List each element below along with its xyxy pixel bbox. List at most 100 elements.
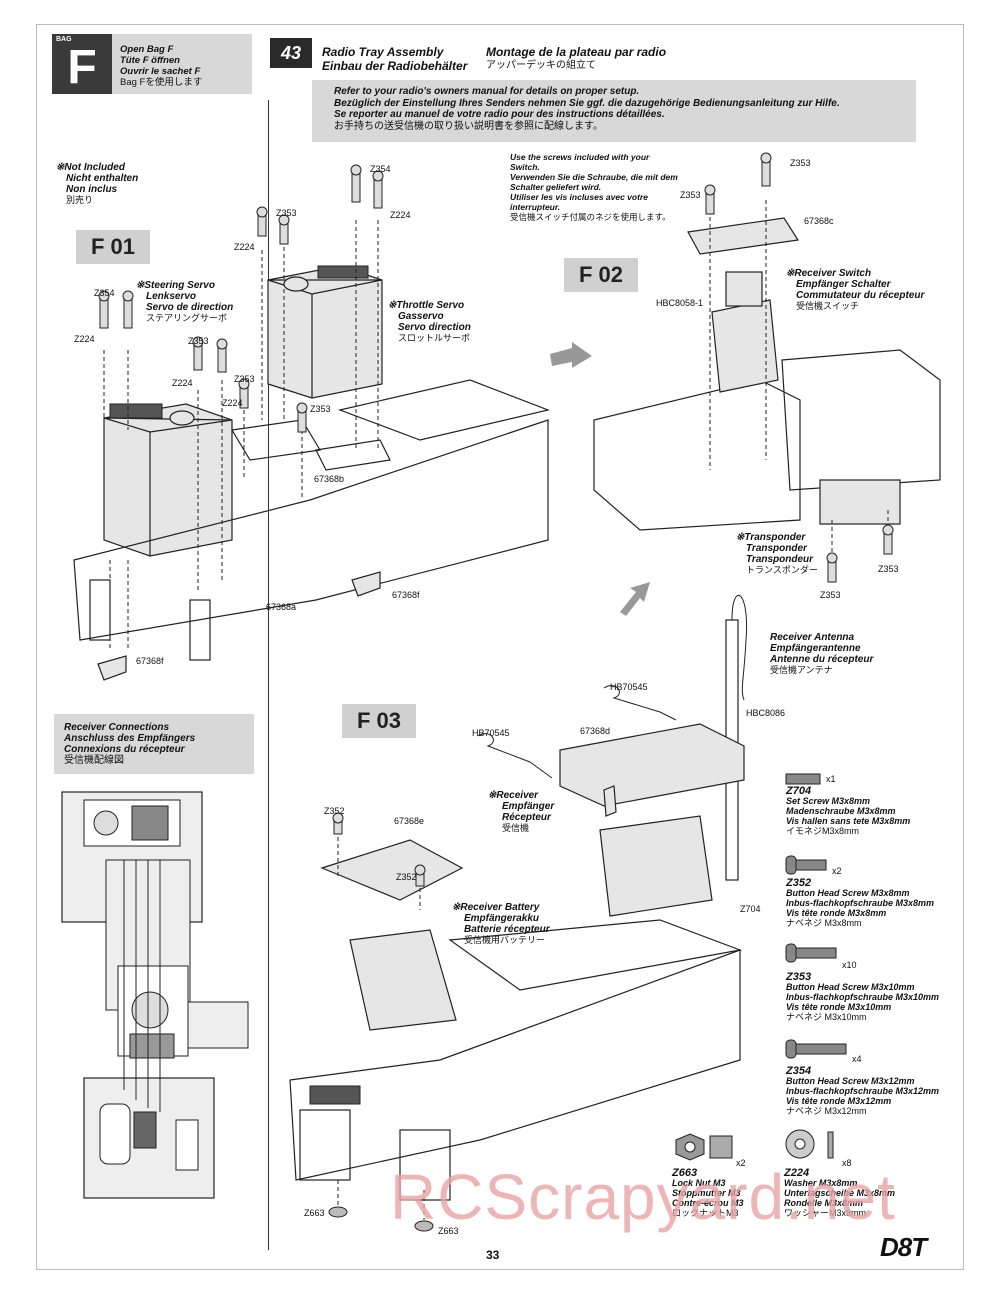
label-hb70545: HB70545 bbox=[610, 682, 648, 692]
receiver-antenna-label: Receiver Antenna Empfängerantenne Antenn… bbox=[770, 632, 873, 676]
label-line: 受信機用バッテリー bbox=[464, 935, 546, 945]
label-line: Anschluss des Empfängers bbox=[64, 733, 196, 744]
label-z353: Z353 bbox=[310, 404, 331, 414]
label-line: トランスポンダー bbox=[746, 565, 818, 575]
receiver-battery-label: ※Receiver Battery Empfängerakku Batterie… bbox=[452, 902, 550, 946]
hw-fr: Rondelle M3x8mm bbox=[784, 1198, 864, 1208]
label-line: Empfängerakku bbox=[464, 913, 540, 924]
hw-de: Stoppmutter M3 bbox=[672, 1188, 741, 1198]
hw-en: Button Head Screw M3x8mm bbox=[786, 888, 910, 898]
hw-code: Z354 bbox=[786, 1065, 812, 1077]
steering-servo-label: ※Steering Servo Lenkservo Servo de direc… bbox=[136, 280, 233, 324]
label-line: Empfänger bbox=[502, 801, 555, 812]
label-z353: Z353 bbox=[276, 208, 297, 218]
hw-de: Inbus-flachkopfschraube M3x10mm bbox=[786, 992, 940, 1002]
label-line: 受信機アンテナ bbox=[770, 665, 833, 675]
bag-badge: BAG F bbox=[52, 34, 112, 94]
note-line: Refer to your radio's owners manual for … bbox=[334, 86, 640, 97]
throttle-servo-drawing bbox=[267, 265, 383, 399]
page-number: 33 bbox=[486, 1248, 500, 1262]
hw-fr: Vis tête ronde M3x12mm bbox=[786, 1096, 892, 1106]
hw-qty: x2 bbox=[736, 1158, 746, 1168]
hw-z354: Z354 Button Head Screw M3x12mm Inbus-fla… bbox=[786, 1065, 940, 1117]
label-line: Antenne du récepteur bbox=[770, 654, 874, 665]
watermark: RCScrapyard.net bbox=[390, 1161, 896, 1233]
hw-en: Button Head Screw M3x12mm bbox=[786, 1076, 915, 1086]
hw-code: Z704 bbox=[786, 785, 812, 797]
hw-de: Madenschraube M3x8mm bbox=[786, 806, 896, 816]
label-z663: Z663 bbox=[304, 1208, 325, 1218]
label-hbc8058: HBC8058-1 bbox=[656, 298, 704, 308]
hw-de: Unterlagscheibe M3x8mm bbox=[784, 1188, 896, 1198]
hw-qty: x2 bbox=[832, 866, 842, 876]
label-z353: Z353 bbox=[680, 190, 701, 200]
step-title-en: Radio Tray Assembly bbox=[322, 45, 444, 59]
hw-code: Z224 bbox=[784, 1167, 810, 1179]
label-line: 受信機 bbox=[502, 823, 530, 833]
label-67368d: 67368d bbox=[580, 726, 611, 736]
legend-line: Non inclus bbox=[66, 184, 118, 195]
hw-z663: Z663 Lock Nut M3 Stoppmutter M3 Contre-é… bbox=[672, 1167, 744, 1219]
note-line: お手持ちの送受信機の取り扱い説明書を参照に配線します。 bbox=[334, 120, 603, 132]
step-number: 43 bbox=[270, 38, 312, 68]
step-title-de: Einbau der Radiobehälter bbox=[322, 59, 468, 73]
label-line: 受信機配線図 bbox=[64, 755, 124, 766]
label-line: Lenkservo bbox=[146, 291, 197, 302]
hw-code: Z353 bbox=[786, 971, 812, 983]
label-z224: Z224 bbox=[172, 378, 193, 388]
label-z352: Z352 bbox=[324, 806, 345, 816]
hw-jp: ナベネジ M3x12mm bbox=[786, 1106, 867, 1116]
label-z354: Z354 bbox=[370, 164, 391, 174]
hw-qty: x8 bbox=[842, 1158, 852, 1168]
label-hb70545: HB70545 bbox=[472, 728, 510, 738]
hw-jp: ナベネジ M3x10mm bbox=[786, 1012, 867, 1022]
step-title-fr-jp: Montage de la plateau par radio アッパーデッキの… bbox=[486, 45, 666, 73]
label-z224: Z224 bbox=[234, 242, 255, 252]
steering-servo-drawing bbox=[103, 403, 233, 557]
throttle-servo-label: ※Throttle Servo Gasservo Servo direction… bbox=[388, 300, 471, 344]
step-title-fr: Montage de la plateau par radio bbox=[486, 45, 667, 59]
note-line: Se reporter au manuel de votre radio pou… bbox=[334, 109, 665, 120]
antenna-tube bbox=[725, 595, 748, 881]
label-z353: Z353 bbox=[234, 374, 255, 384]
hw-fr: Vis hallen sans tete M3x8mm bbox=[786, 816, 911, 826]
label-line: Servo de direction bbox=[146, 302, 234, 313]
label-line: ※Receiver Battery bbox=[452, 902, 540, 913]
hw-jp: ロックナットM3 bbox=[672, 1208, 739, 1218]
label-line: Connexions du récepteur bbox=[64, 744, 185, 755]
label-line: ※Steering Servo bbox=[136, 280, 215, 291]
label-67368a: 67368a bbox=[266, 602, 297, 612]
hw-jp: ナベネジ M3x8mm bbox=[786, 918, 862, 928]
label-z224: Z224 bbox=[74, 334, 95, 344]
label-line: Empfänger Schalter bbox=[796, 279, 891, 290]
hw-z704: Z704 Set Screw M3x8mm Madenschraube M3x8… bbox=[786, 785, 911, 837]
receiver-connections-diagram bbox=[61, 791, 249, 1199]
label-line: ※Receiver Switch bbox=[786, 268, 872, 279]
hw-fr: Vis tête ronde M3x8mm bbox=[786, 908, 887, 918]
transponder-label: ※Transponder Transponder Transpondeur トラ… bbox=[736, 532, 818, 576]
hw-qty: x1 bbox=[826, 774, 836, 784]
column-divider bbox=[268, 100, 269, 1250]
brand-logo: D8T bbox=[880, 1232, 927, 1262]
bag-line: Tüte F öffnen bbox=[120, 55, 180, 66]
hw-en: Lock Nut M3 bbox=[672, 1178, 726, 1188]
legend-line: Nicht enthalten bbox=[66, 173, 139, 184]
bag-letter: F bbox=[67, 41, 97, 94]
hw-de: Inbus-flachkopfschraube M3x12mm bbox=[786, 1086, 940, 1096]
label-z353: Z353 bbox=[188, 336, 209, 346]
label-z224: Z224 bbox=[390, 210, 411, 220]
receiver-switch-label: ※Receiver Switch Empfänger Schalter Comm… bbox=[786, 268, 924, 312]
legend-line: ※Not Included bbox=[56, 162, 125, 173]
hw-en: Button Head Screw M3x10mm bbox=[786, 982, 915, 992]
hw-en: Washer M3x8mm bbox=[784, 1178, 858, 1188]
hw-qty: x10 bbox=[842, 960, 857, 970]
note-line: Use the screws included with your Switch… bbox=[510, 152, 650, 172]
label-z353: Z353 bbox=[790, 158, 811, 168]
label-67368f: 67368f bbox=[136, 656, 164, 666]
hw-code: Z663 bbox=[672, 1167, 698, 1179]
hw-fr: Contre-écrou M3 bbox=[672, 1198, 744, 1208]
note-line: Bezüglich der Einstellung Ihres Senders … bbox=[334, 97, 840, 109]
bag-line: Bag Fを使用します bbox=[120, 77, 203, 88]
note-line: Verwenden Sie die Schraube, die mit dem … bbox=[510, 172, 678, 192]
label-line: Batterie récepteur bbox=[464, 924, 550, 935]
